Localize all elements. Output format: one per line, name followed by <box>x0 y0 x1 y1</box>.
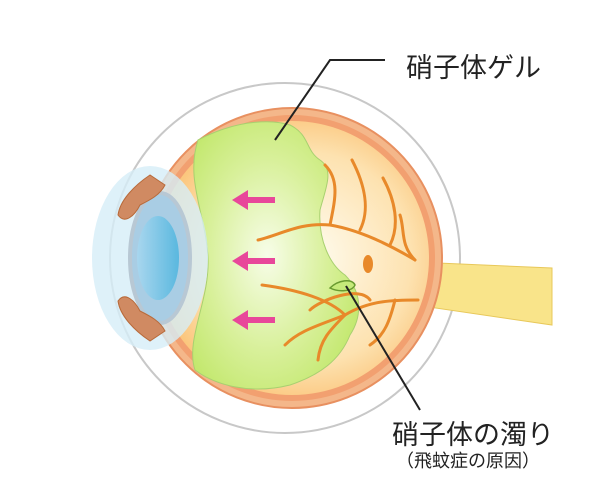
blood-vessels <box>256 158 420 362</box>
vitreous-opacity-floater <box>328 280 356 292</box>
leader-line-gel <box>274 59 385 141</box>
arrow-icon <box>232 310 275 330</box>
vitreous-gel <box>192 121 360 390</box>
label-vitreous-gel: 硝子体ゲル <box>406 53 541 84</box>
label-vitreous-opacity: 硝子体の濁り <box>392 420 554 451</box>
arrow-icon <box>232 190 275 210</box>
flow-arrows <box>232 190 275 330</box>
ciliary-body-upper <box>117 174 166 220</box>
fovea <box>363 255 373 273</box>
ciliary-body-lower <box>117 296 166 342</box>
arrow-icon <box>232 251 275 271</box>
leader-line-opacity <box>345 285 421 411</box>
label-opacity-note: （飛蚊症の原因） <box>396 451 540 472</box>
lens <box>137 216 179 300</box>
